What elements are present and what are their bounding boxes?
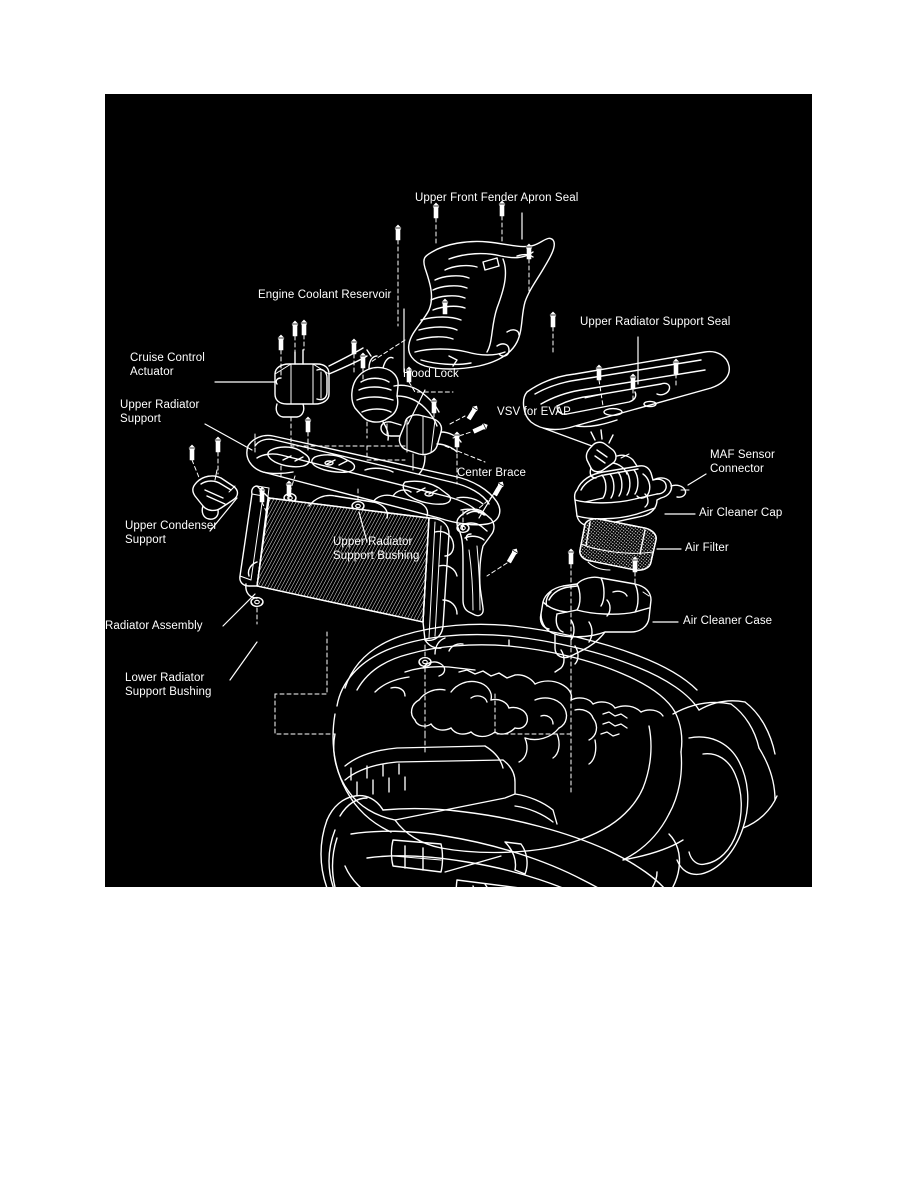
- fasteners-hood-lock: [430, 397, 490, 463]
- part-radiator-assembly: [239, 485, 458, 649]
- part-cruise-control-actuator: [274, 347, 368, 418]
- label-maf-sensor-connector: MAF Sensor Connector: [710, 449, 775, 475]
- label-lower-radiator-support-bushing: Lower Radiator Support Bushing: [125, 672, 212, 698]
- leader-radiator-assembly: [222, 593, 256, 627]
- label-engine-coolant-reservoir: Engine Coolant Reservoir: [258, 289, 392, 301]
- diagram-panel: Upper Front Fender Apron Seal Engine Coo…: [105, 94, 812, 887]
- part-center-brace: [456, 508, 495, 617]
- label-upper-radiator-support-bushing: Upper Radiator Support Bushing: [333, 536, 420, 562]
- fasteners-apron-seal: [359, 200, 557, 393]
- part-air-filter: [579, 518, 657, 571]
- fasteners-radiator-support-seal: [595, 358, 680, 407]
- leader-lines: [204, 212, 707, 681]
- label-air-filter: Air Filter: [685, 542, 729, 554]
- label-upper-condenser-support: Upper Condenser Support: [125, 520, 218, 546]
- label-upper-radiator-support: Upper Radiator Support: [120, 399, 200, 425]
- part-upper-condenser-support: [192, 469, 239, 520]
- part-bumper-cover: [320, 794, 681, 887]
- leader-center-brace: [478, 487, 498, 519]
- fasteners-coolant-reservoir: [350, 338, 406, 461]
- label-air-cleaner-case: Air Cleaner Case: [683, 615, 773, 627]
- fasteners-cruise-control-actuator: [277, 319, 406, 447]
- label-center-brace: Center Brace: [457, 467, 526, 479]
- label-vsv-for-evap: VSV for EVAP: [497, 406, 571, 418]
- leader-upper-radiator-support: [204, 423, 253, 451]
- leader-maf-sensor-connector: [687, 473, 707, 486]
- fasteners-lower-radiator-support-bushing: [250, 596, 432, 735]
- part-air-cleaner-cap: [573, 465, 690, 532]
- label-upper-front-fender-apron-seal: Upper Front Fender Apron Seal: [415, 192, 579, 204]
- label-air-cleaner-cap: Air Cleaner Cap: [699, 507, 783, 519]
- leader-upper-condenser-support: [209, 497, 238, 532]
- part-upper-radiator-support-seal: [522, 350, 730, 431]
- part-air-cleaner-case: [539, 576, 652, 673]
- part-vehicle-body: [274, 623, 778, 876]
- part-hood-lock: [380, 414, 462, 475]
- fasteners-air-cleaner-case: [567, 548, 650, 705]
- leader-hood-lock: [407, 389, 426, 425]
- leader-lower-radiator-support-bushing: [229, 641, 258, 681]
- fasteners-upper-radiator-support: [254, 416, 470, 534]
- label-cruise-control-actuator: Cruise Control Actuator: [130, 352, 205, 378]
- label-upper-radiator-support-seal: Upper Radiator Support Seal: [580, 316, 731, 328]
- label-radiator-assembly: Radiator Assembly: [105, 620, 203, 632]
- label-hood-lock: Hood Lock: [403, 368, 459, 380]
- diagram-artwork: [188, 200, 778, 887]
- part-upper-front-fender-apron-seal: [407, 237, 555, 370]
- leader-upper-radiator-support-bushing: [358, 511, 368, 543]
- leader-vsv-for-evap: [542, 427, 593, 447]
